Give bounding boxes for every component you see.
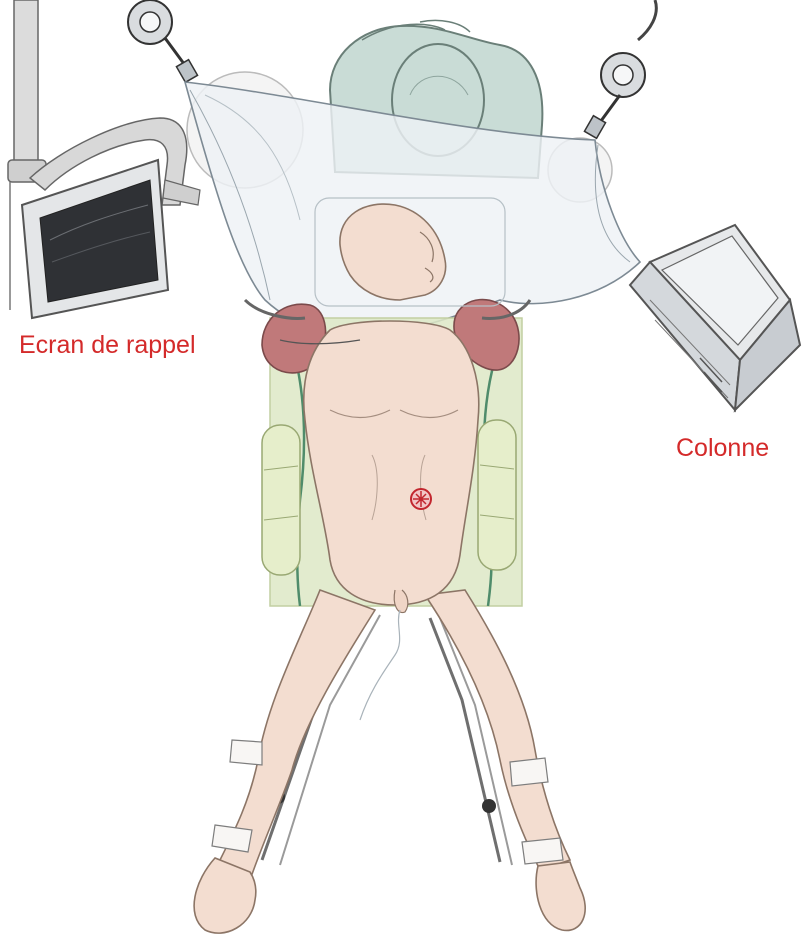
laparoscopic-column	[630, 225, 800, 410]
reminder-screen-label: Ecran de rappel	[19, 331, 196, 360]
surgical-light-left	[128, 0, 198, 82]
column-label: Colonne	[676, 434, 769, 463]
patient-foot-right	[536, 862, 585, 930]
trocar-icon	[411, 489, 431, 509]
arm-pad-right	[478, 420, 516, 570]
patient-leg-right	[425, 590, 570, 870]
leg-support-knob-right	[482, 799, 496, 813]
arm-pad-left	[262, 425, 300, 575]
surgical-light-right	[584, 0, 656, 138]
patient-torso	[304, 321, 479, 605]
screen-arm-pole	[14, 0, 38, 175]
